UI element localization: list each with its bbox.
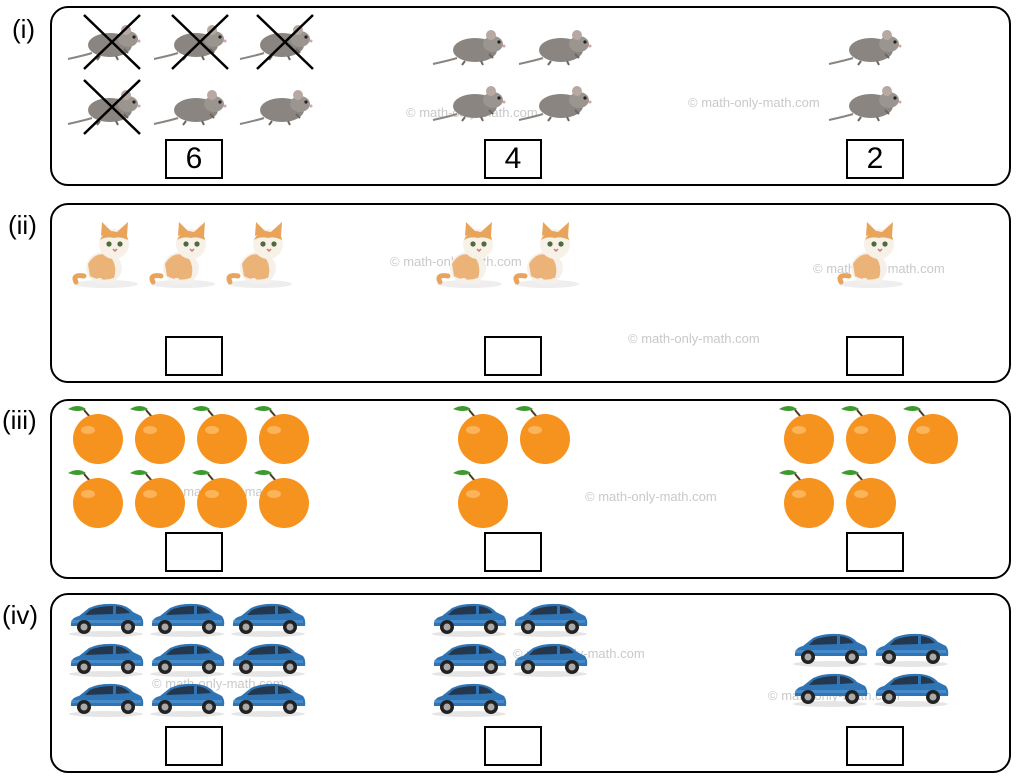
row-label-iii: (iii) (2, 405, 37, 435)
car-icon (229, 600, 307, 638)
row-label-ii: (ii) (8, 210, 37, 240)
watermark: © math-only-math.com (585, 489, 717, 504)
orange-icon (453, 403, 513, 465)
answer-box-iii-3[interactable] (846, 532, 904, 572)
mouse-icon (152, 80, 232, 130)
cross-out-icon (82, 78, 142, 136)
car-icon (148, 680, 226, 718)
orange-icon (192, 467, 252, 529)
orange-icon (779, 467, 839, 529)
car-icon (791, 670, 869, 708)
orange-icon (130, 403, 190, 465)
mouse-icon (431, 76, 511, 126)
orange-icon (68, 467, 128, 529)
orange-icon (254, 403, 314, 465)
answer-box-iv-1[interactable] (165, 726, 223, 766)
answer-box-iii-2[interactable] (484, 532, 542, 572)
answer-box-ii-2[interactable] (484, 336, 542, 376)
orange-icon (841, 467, 901, 529)
orange-icon (779, 403, 839, 465)
mouse-icon (431, 20, 511, 70)
car-icon (229, 680, 307, 718)
car-icon (511, 600, 589, 638)
kitten-icon (835, 220, 907, 290)
answer-box-i-3[interactable]: 2 (846, 139, 904, 179)
car-icon (229, 640, 307, 678)
cross-out-icon (170, 13, 230, 71)
orange-icon (192, 403, 252, 465)
orange-icon (515, 403, 575, 465)
cross-out-icon (255, 13, 315, 71)
answer-box-ii-3[interactable] (846, 336, 904, 376)
mouse-icon (238, 80, 318, 130)
kitten-icon (224, 220, 296, 290)
mouse-icon (517, 20, 597, 70)
answer-box-i-1[interactable]: 6 (165, 139, 223, 179)
car-icon (67, 640, 145, 678)
answer-box-ii-1[interactable] (165, 336, 223, 376)
car-icon (67, 680, 145, 718)
mouse-icon (517, 76, 597, 126)
cross-out-icon (82, 13, 142, 71)
kitten-icon (70, 220, 142, 290)
car-icon (430, 680, 508, 718)
row-label-i: (i) (12, 14, 36, 44)
answer-box-iv-3[interactable] (846, 726, 904, 766)
car-icon (430, 640, 508, 678)
car-icon (791, 630, 869, 668)
orange-icon (903, 403, 963, 465)
car-icon (430, 600, 508, 638)
mouse-icon (827, 76, 907, 126)
watermark: © math-only-math.com (688, 95, 820, 110)
answer-box-i-2[interactable]: 4 (484, 139, 542, 179)
car-icon (148, 600, 226, 638)
answer-box-iii-1[interactable] (165, 532, 223, 572)
watermark: © math-only-math.com (628, 331, 760, 346)
mouse-icon (827, 20, 907, 70)
row-label-iv: (iv) (2, 600, 39, 630)
orange-icon (130, 467, 190, 529)
answer-box-iv-2[interactable] (484, 726, 542, 766)
orange-icon (841, 403, 901, 465)
car-icon (872, 670, 950, 708)
car-icon (148, 640, 226, 678)
kitten-icon (147, 220, 219, 290)
orange-icon (254, 467, 314, 529)
kitten-icon (434, 220, 506, 290)
orange-icon (453, 467, 513, 529)
car-icon (67, 600, 145, 638)
car-icon (872, 630, 950, 668)
orange-icon (68, 403, 128, 465)
kitten-icon (511, 220, 583, 290)
car-icon (511, 640, 589, 678)
